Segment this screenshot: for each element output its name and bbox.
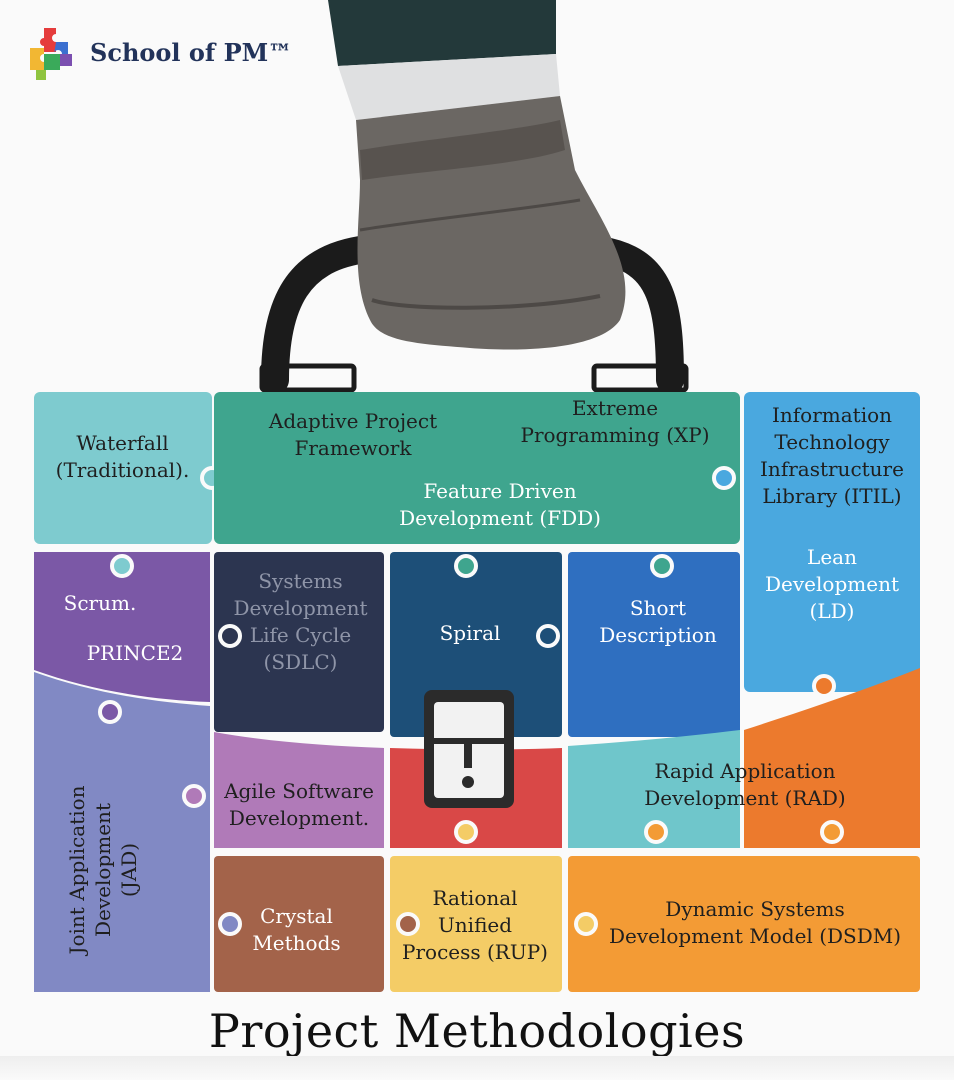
piece-agile [214, 732, 384, 848]
label-dsdm: Dynamic Systems Development Model (DSDM) [608, 897, 902, 948]
piece-itil [744, 392, 920, 692]
label-itil: Information Technology Infrastructure Li… [760, 403, 904, 508]
label-spiral: Spiral [439, 621, 501, 645]
piece-orange [744, 668, 920, 848]
label-scrum: Scrum. [63, 591, 137, 615]
label-rad: Rapid Application Development (RAD) [644, 759, 846, 810]
piece-rup [390, 856, 562, 992]
piece-dsdm [568, 856, 920, 992]
piece-fdd [214, 392, 740, 544]
label-sdlc: Systems Development Life Cycle (SDLC) [233, 569, 368, 674]
label-xp: Extreme Programming (XP) [520, 396, 710, 447]
piece-sdlc [214, 552, 384, 732]
briefcase-puzzle [34, 392, 920, 992]
label-waterfall: Waterfall (Traditional). [55, 431, 190, 482]
label-short-description: Short Description [599, 596, 717, 647]
piece-short [568, 552, 740, 737]
label-crystal: Crystal Methods [252, 904, 341, 955]
label-agile: Agile Software Development. [224, 779, 374, 830]
puzzle-pieces-icon [30, 28, 72, 80]
piece-crystal [214, 856, 384, 992]
piece-scrum [34, 552, 210, 702]
label-jad: Joint Application Development (JAD) [65, 785, 141, 955]
piece-jad [34, 672, 210, 992]
brand-logo: School of PM™ [22, 24, 292, 84]
page-title: Project Methodologies [208, 1004, 746, 1058]
lock-icon [424, 690, 514, 808]
brand-name: School of PM™ [90, 38, 293, 67]
label-jad-wrap: Joint Application Development (JAD) [38, 770, 168, 970]
piece-waterfall [34, 392, 212, 544]
title-reflection [0, 1056, 954, 1080]
label-fdd: Feature Driven Development (FDD) [399, 479, 601, 530]
label-lean: Lean Development (LD) [765, 545, 899, 623]
hand-illustration [259, 0, 689, 394]
label-apf: Adaptive Project Framework [268, 409, 438, 460]
piece-rad [568, 730, 740, 848]
label-prince2: PRINCE2 [86, 641, 184, 665]
label-rup: Rational Unified Process (RUP) [402, 886, 548, 964]
